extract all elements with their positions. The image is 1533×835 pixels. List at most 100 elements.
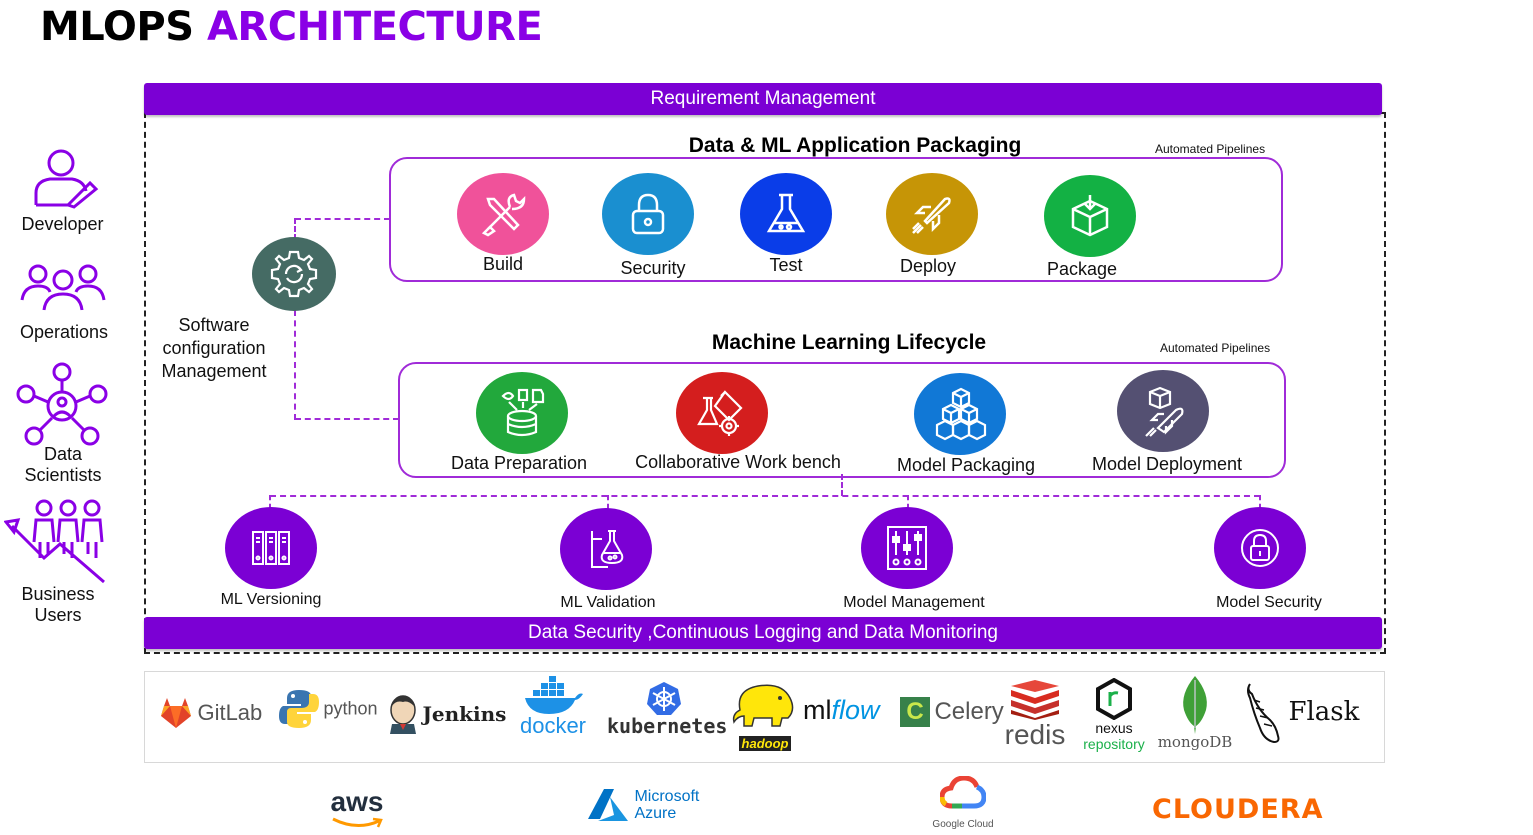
package-circle[interactable]	[1044, 175, 1136, 257]
nexus-icon	[1096, 677, 1132, 721]
flask-icon	[766, 193, 806, 233]
google-cloud-text: Google Cloud	[932, 819, 994, 830]
lock-icon	[631, 193, 665, 235]
mlflow-logo: mlflow	[803, 695, 880, 726]
validation-icon	[591, 530, 624, 568]
jenkins-logo: Jenkins	[388, 694, 506, 734]
celery-logo: C Celery	[900, 697, 1004, 727]
model-packaging-circle[interactable]	[914, 373, 1006, 455]
actor-operations: Operations	[20, 262, 108, 343]
flask-text: Flask	[1288, 697, 1360, 727]
kubernetes-icon	[647, 682, 681, 715]
gitlab-logo: GitLab	[159, 697, 262, 729]
model-management-circle[interactable]	[861, 507, 953, 589]
ml-validation-circle[interactable]	[560, 508, 652, 590]
actor-business-users-line1: Business	[21, 584, 95, 604]
aws-smile-icon	[332, 817, 383, 828]
jenkins-icon	[390, 695, 416, 734]
data-preparation-circle[interactable]	[476, 372, 568, 454]
actor-data-scientists: Data Scientists	[14, 362, 112, 486]
hadoop-logo: hadoop	[730, 680, 800, 753]
redis-text: redis	[1004, 719, 1066, 750]
mongodb-logo: mongoDB	[1156, 676, 1234, 751]
scm-connector-bottom	[295, 418, 399, 420]
scm-label: Software configuration Management	[148, 314, 280, 383]
google-cloud-icon	[939, 775, 987, 809]
ml-versioning-circle[interactable]	[225, 507, 317, 589]
operations-icon	[20, 264, 106, 311]
aws-text: aws	[330, 786, 384, 817]
nexus-text: nexus	[1095, 720, 1133, 736]
test-circle[interactable]	[740, 173, 832, 255]
database-icon	[501, 388, 545, 437]
actor-business-users: Business Users	[4, 498, 112, 626]
scm-gear-circle	[252, 237, 336, 311]
cubes-icon	[935, 387, 987, 441]
actor-data-scientists-line2: Scientists	[24, 465, 102, 485]
actor-business-users-line2: Users	[34, 605, 82, 625]
python-icon	[279, 690, 319, 728]
build-label: Build	[482, 254, 524, 274]
hadoop-text: hadoop	[738, 736, 792, 751]
redis-icon	[1011, 680, 1059, 720]
ops-connector-2	[607, 495, 609, 509]
gitlab-icon	[161, 698, 191, 728]
model-security-label: Model Security	[1216, 594, 1322, 611]
deploy-label: Deploy	[899, 256, 957, 276]
data-preparation-label: Data Preparation	[450, 453, 588, 473]
nexus-logo: nexus repository	[1076, 677, 1152, 752]
security-label: Security	[620, 258, 686, 278]
mongodb-text: mongoDB	[1157, 733, 1233, 751]
model-deployment-circle[interactable]	[1117, 370, 1209, 452]
celery-icon: C	[900, 697, 930, 727]
scm-connector-top	[295, 218, 390, 220]
developer-icon	[34, 149, 99, 209]
redis-logo: redis	[1002, 680, 1068, 751]
ops-connector-horizontal	[270, 495, 1260, 497]
flask-logo: Flask	[1244, 680, 1359, 744]
mlflow-text-flow: flow	[831, 695, 880, 725]
tools-icon	[481, 193, 526, 237]
workbench-label: Collaborative Work bench	[635, 452, 841, 472]
lifecycle-note: Automated Pipelines	[1160, 341, 1271, 355]
celery-text: Celery	[934, 698, 1004, 725]
ops-connector-4	[1259, 495, 1261, 509]
build-circle[interactable]	[457, 173, 549, 255]
nexus-repository-text: repository	[1083, 736, 1145, 752]
flask-horn-icon	[1247, 683, 1280, 744]
deploy-circle[interactable]	[886, 173, 978, 255]
kubernetes-text: kubernetes	[607, 714, 728, 738]
mongodb-leaf-icon	[1183, 676, 1207, 734]
cube-rocket-icon	[1145, 386, 1184, 437]
docker-icon	[525, 676, 583, 714]
cloudera-text: CLOUDERA	[1152, 794, 1324, 825]
azure-logo: Microsoft Azure	[586, 787, 699, 823]
azure-text-microsoft: Microsoft	[634, 788, 700, 805]
lab-gear-icon	[697, 390, 743, 436]
gitlab-text: GitLab	[197, 700, 263, 725]
ops-connector-1	[269, 495, 271, 509]
title-part-1: MLOPS	[40, 4, 194, 50]
packaging-note: Automated Pipelines	[1155, 142, 1266, 156]
docker-logo: docker	[515, 672, 591, 739]
scm-label-line1: Software	[178, 315, 250, 335]
kubernetes-logo: kubernetes	[607, 681, 728, 738]
security-circle[interactable]	[602, 173, 694, 255]
data-scientists-icon	[16, 362, 108, 446]
title-part-2: ARCHITECTURE	[206, 4, 543, 50]
box-icon	[1071, 195, 1109, 237]
google-cloud-logo: Google Cloud	[930, 775, 996, 830]
requirement-management-bar: Requirement Management	[144, 83, 1382, 115]
sliders-icon	[887, 526, 927, 570]
python-logo: python	[279, 688, 378, 730]
model-security-circle[interactable]	[1214, 507, 1306, 589]
workbench-circle[interactable]	[676, 372, 768, 454]
rocket-icon	[912, 197, 951, 234]
business-users-icon	[4, 499, 105, 584]
ops-connector-3	[907, 495, 909, 509]
test-label: Test	[769, 255, 803, 275]
scm-label-line2: configuration	[162, 338, 266, 358]
model-management-label: Model Management	[843, 594, 985, 611]
azure-text-azure: Azure	[634, 805, 677, 822]
ml-versioning-label: ML Versioning	[220, 591, 322, 608]
